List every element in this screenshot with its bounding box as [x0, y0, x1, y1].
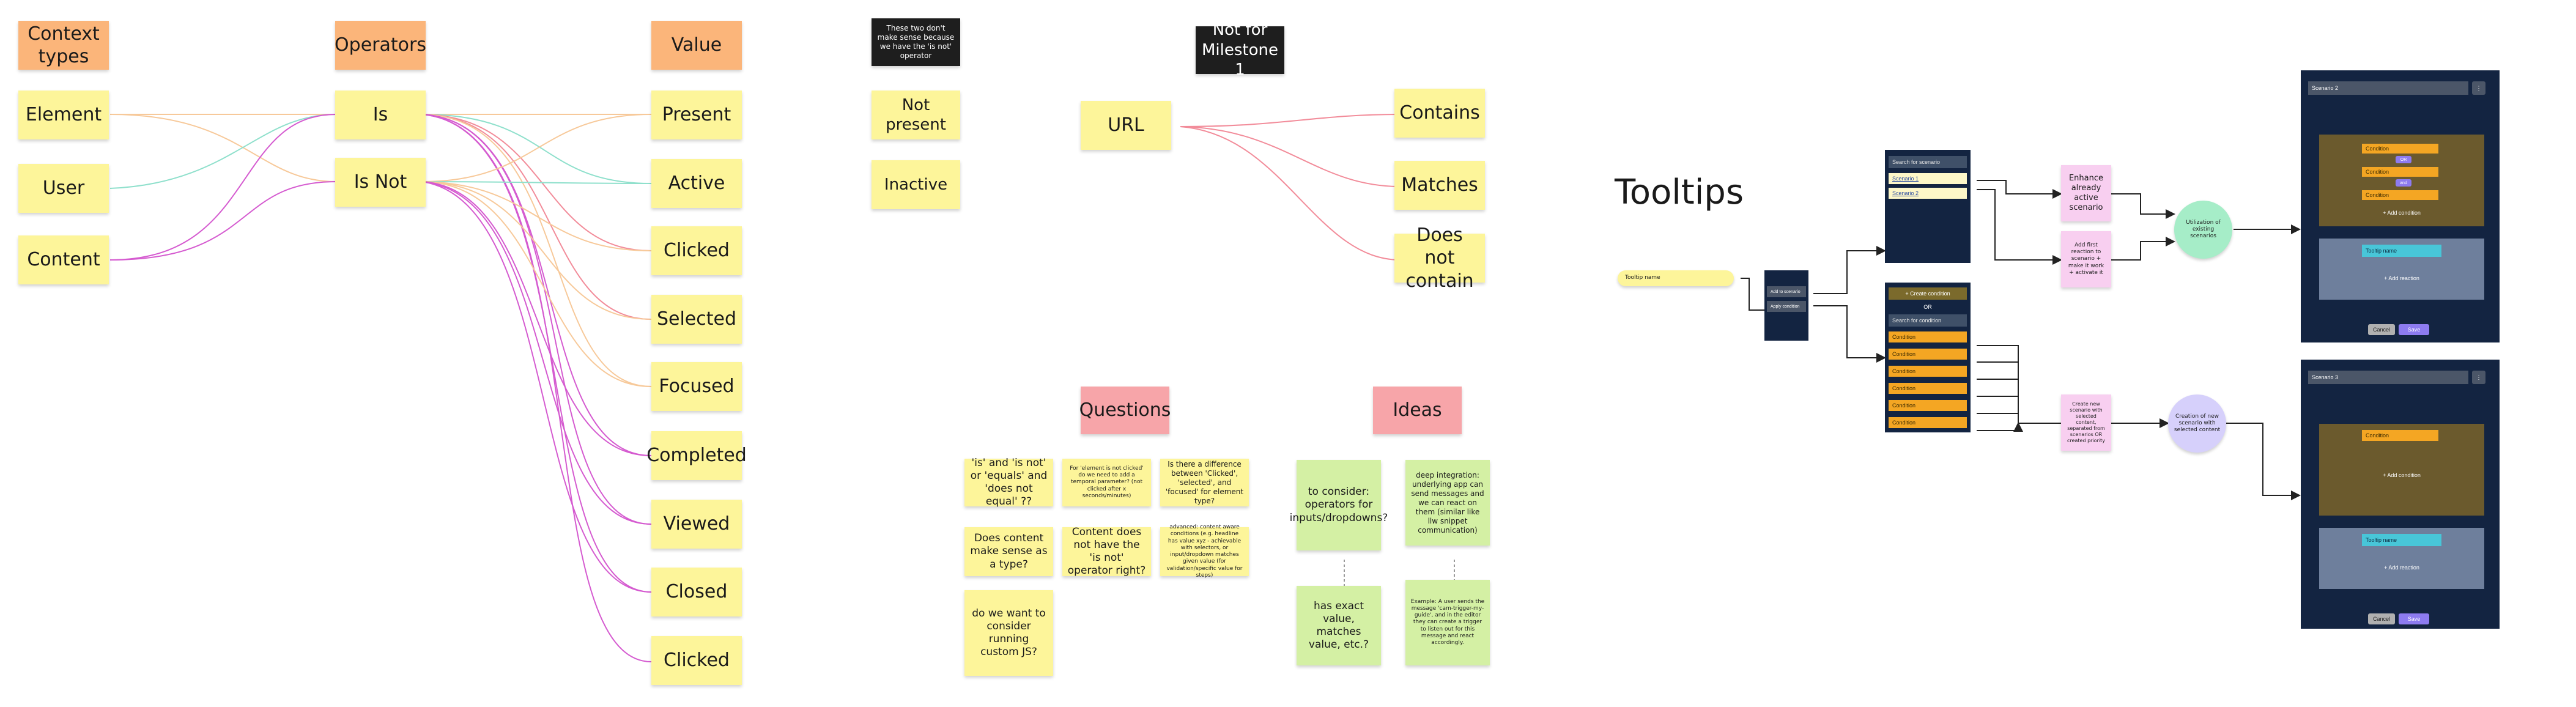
- or-chip[interactable]: OR: [2396, 156, 2411, 163]
- scenario-search-panel: Search for scenario Scenario 1 Scenario …: [1885, 150, 1971, 263]
- save-button[interactable]: Save: [2399, 613, 2429, 624]
- question-custom-js: do we want to consider running custom JS…: [964, 590, 1053, 676]
- value-present: Present: [651, 91, 742, 139]
- scenario-item-1[interactable]: Scenario 1: [1889, 173, 1967, 184]
- note-not-operator: These two don't make sense because we ha…: [872, 18, 960, 66]
- question-equals: 'is' and 'is not' or 'equals' and 'does …: [964, 457, 1053, 508]
- header-value: Value: [651, 21, 742, 70]
- kebab-menu-icon[interactable]: ⋮: [2472, 81, 2485, 95]
- condition-item[interactable]: Condition: [2362, 167, 2438, 177]
- condition-item[interactable]: Condition: [1889, 366, 1967, 377]
- note-create-new-scenario: Create new scenario with selected conten…: [2061, 394, 2111, 451]
- and-chip[interactable]: and: [2396, 179, 2411, 187]
- tooltip-name-reaction[interactable]: Tooltip name: [2362, 245, 2441, 257]
- mini-menu-panel: Add to scenario Apply condition: [1764, 270, 1808, 341]
- operator-is: Is: [335, 91, 426, 139]
- condition-panel: + Create condition OR Search for conditi…: [1885, 283, 1971, 432]
- utilization-circle: Utilization of existing scenarios: [2174, 201, 2232, 259]
- idea-example-message: Example: A user sends the message 'cam-t…: [1405, 580, 1490, 665]
- condition-item[interactable]: Condition: [2362, 144, 2438, 154]
- questions-header: Questions: [1079, 387, 1171, 434]
- note-enhance-scenario: Enhance already active scenario: [2061, 165, 2111, 221]
- scenario-3-editor: Scenario 3 ⋮ Condition + Add condition T…: [2301, 360, 2500, 629]
- operator-is-not: Is Not: [335, 158, 426, 207]
- cancel-button[interactable]: Cancel: [2368, 613, 2395, 624]
- scenario-2-title: Scenario 2: [2308, 81, 2468, 95]
- condition-item[interactable]: Condition: [1889, 349, 1967, 360]
- value-active: Active: [651, 159, 742, 208]
- note-not-milestone: Not for Milestone 1: [1196, 21, 1284, 79]
- idea-deep-integration: deep integration: underlying app can sen…: [1405, 460, 1490, 546]
- url-matches: Matches: [1394, 161, 1485, 210]
- tooltip-name-pill: Tooltip name: [1618, 270, 1734, 286]
- or-label: OR: [1923, 304, 1932, 310]
- value-closed: Closed: [651, 568, 742, 616]
- question-content-is-not: Content does not have the 'is not' opera…: [1062, 526, 1151, 577]
- value-completed: Completed: [646, 431, 747, 480]
- condition-item[interactable]: Condition: [1889, 417, 1967, 428]
- question-difference: Is there a difference between 'Clicked',…: [1160, 459, 1249, 506]
- add-reaction-link[interactable]: + Add reaction: [2384, 564, 2419, 571]
- value-selected: Selected: [651, 295, 742, 344]
- idea-operators-inputs: to consider: operators for inputs/dropdo…: [1290, 460, 1388, 550]
- scenario-search-input[interactable]: Search for scenario: [1889, 156, 1967, 168]
- context-user: User: [18, 164, 109, 213]
- condition-search-input[interactable]: Search for condition: [1889, 314, 1967, 327]
- header-operators: Operators: [335, 21, 426, 70]
- context-element: Element: [18, 91, 109, 139]
- save-button[interactable]: Save: [2399, 324, 2429, 335]
- creation-circle: Creation of new scenario with selected c…: [2168, 394, 2226, 453]
- condition-item[interactable]: Condition: [2362, 430, 2438, 441]
- value-viewed: Viewed: [651, 500, 742, 549]
- tooltips-title: Tooltips: [1615, 172, 1744, 212]
- cancel-button[interactable]: Cancel: [2368, 324, 2395, 335]
- question-content-type: Does content make sense as a type?: [964, 527, 1053, 576]
- note-add-first-reaction: Add first reaction to scenario + make it…: [2061, 231, 2111, 287]
- url-type: URL: [1081, 101, 1171, 150]
- context-content: Content: [18, 235, 109, 284]
- condition-item[interactable]: Condition: [2362, 190, 2438, 200]
- url-contains: Contains: [1394, 89, 1485, 138]
- menu-add-to-scenario[interactable]: Add to scenario: [1767, 286, 1806, 297]
- value-inactive: Inactive: [872, 160, 960, 209]
- value-focused: Focused: [651, 362, 742, 411]
- kebab-menu-icon[interactable]: ⋮: [2472, 371, 2485, 384]
- value-clicked: Clicked: [651, 226, 742, 275]
- ideas-header: Ideas: [1373, 387, 1462, 434]
- add-reaction-link[interactable]: + Add reaction: [2384, 275, 2419, 281]
- menu-apply-condition[interactable]: Apply condition: [1767, 301, 1806, 312]
- value-not-present: Not present: [872, 91, 960, 139]
- header-context-types: Context types: [18, 21, 109, 70]
- condition-item[interactable]: Condition: [1889, 400, 1967, 411]
- question-temporal: For 'element is not clicked' do we need …: [1062, 459, 1151, 506]
- url-does-not-contain: Does not contain: [1394, 224, 1485, 292]
- scenario-2-editor: Scenario 2 ⋮ Condition OR Condition and …: [2301, 70, 2500, 342]
- idea-exact-value: has exact value, matches value, etc.?: [1297, 586, 1381, 665]
- value-clicked-2: Clicked: [651, 636, 742, 685]
- condition-item[interactable]: Condition: [1889, 331, 1967, 342]
- question-advanced: advanced: content aware conditions (e.g.…: [1160, 524, 1249, 579]
- scenario-item-2[interactable]: Scenario 2: [1889, 188, 1967, 199]
- condition-item[interactable]: Condition: [1889, 383, 1967, 394]
- scenario-3-title: Scenario 3: [2308, 371, 2468, 384]
- create-condition-button[interactable]: + Create condition: [1889, 287, 1967, 300]
- tooltip-name-reaction[interactable]: Tooltip name: [2362, 534, 2441, 546]
- add-condition-link[interactable]: + Add condition: [2383, 472, 2421, 478]
- add-condition-link[interactable]: + Add condition: [2383, 210, 2421, 216]
